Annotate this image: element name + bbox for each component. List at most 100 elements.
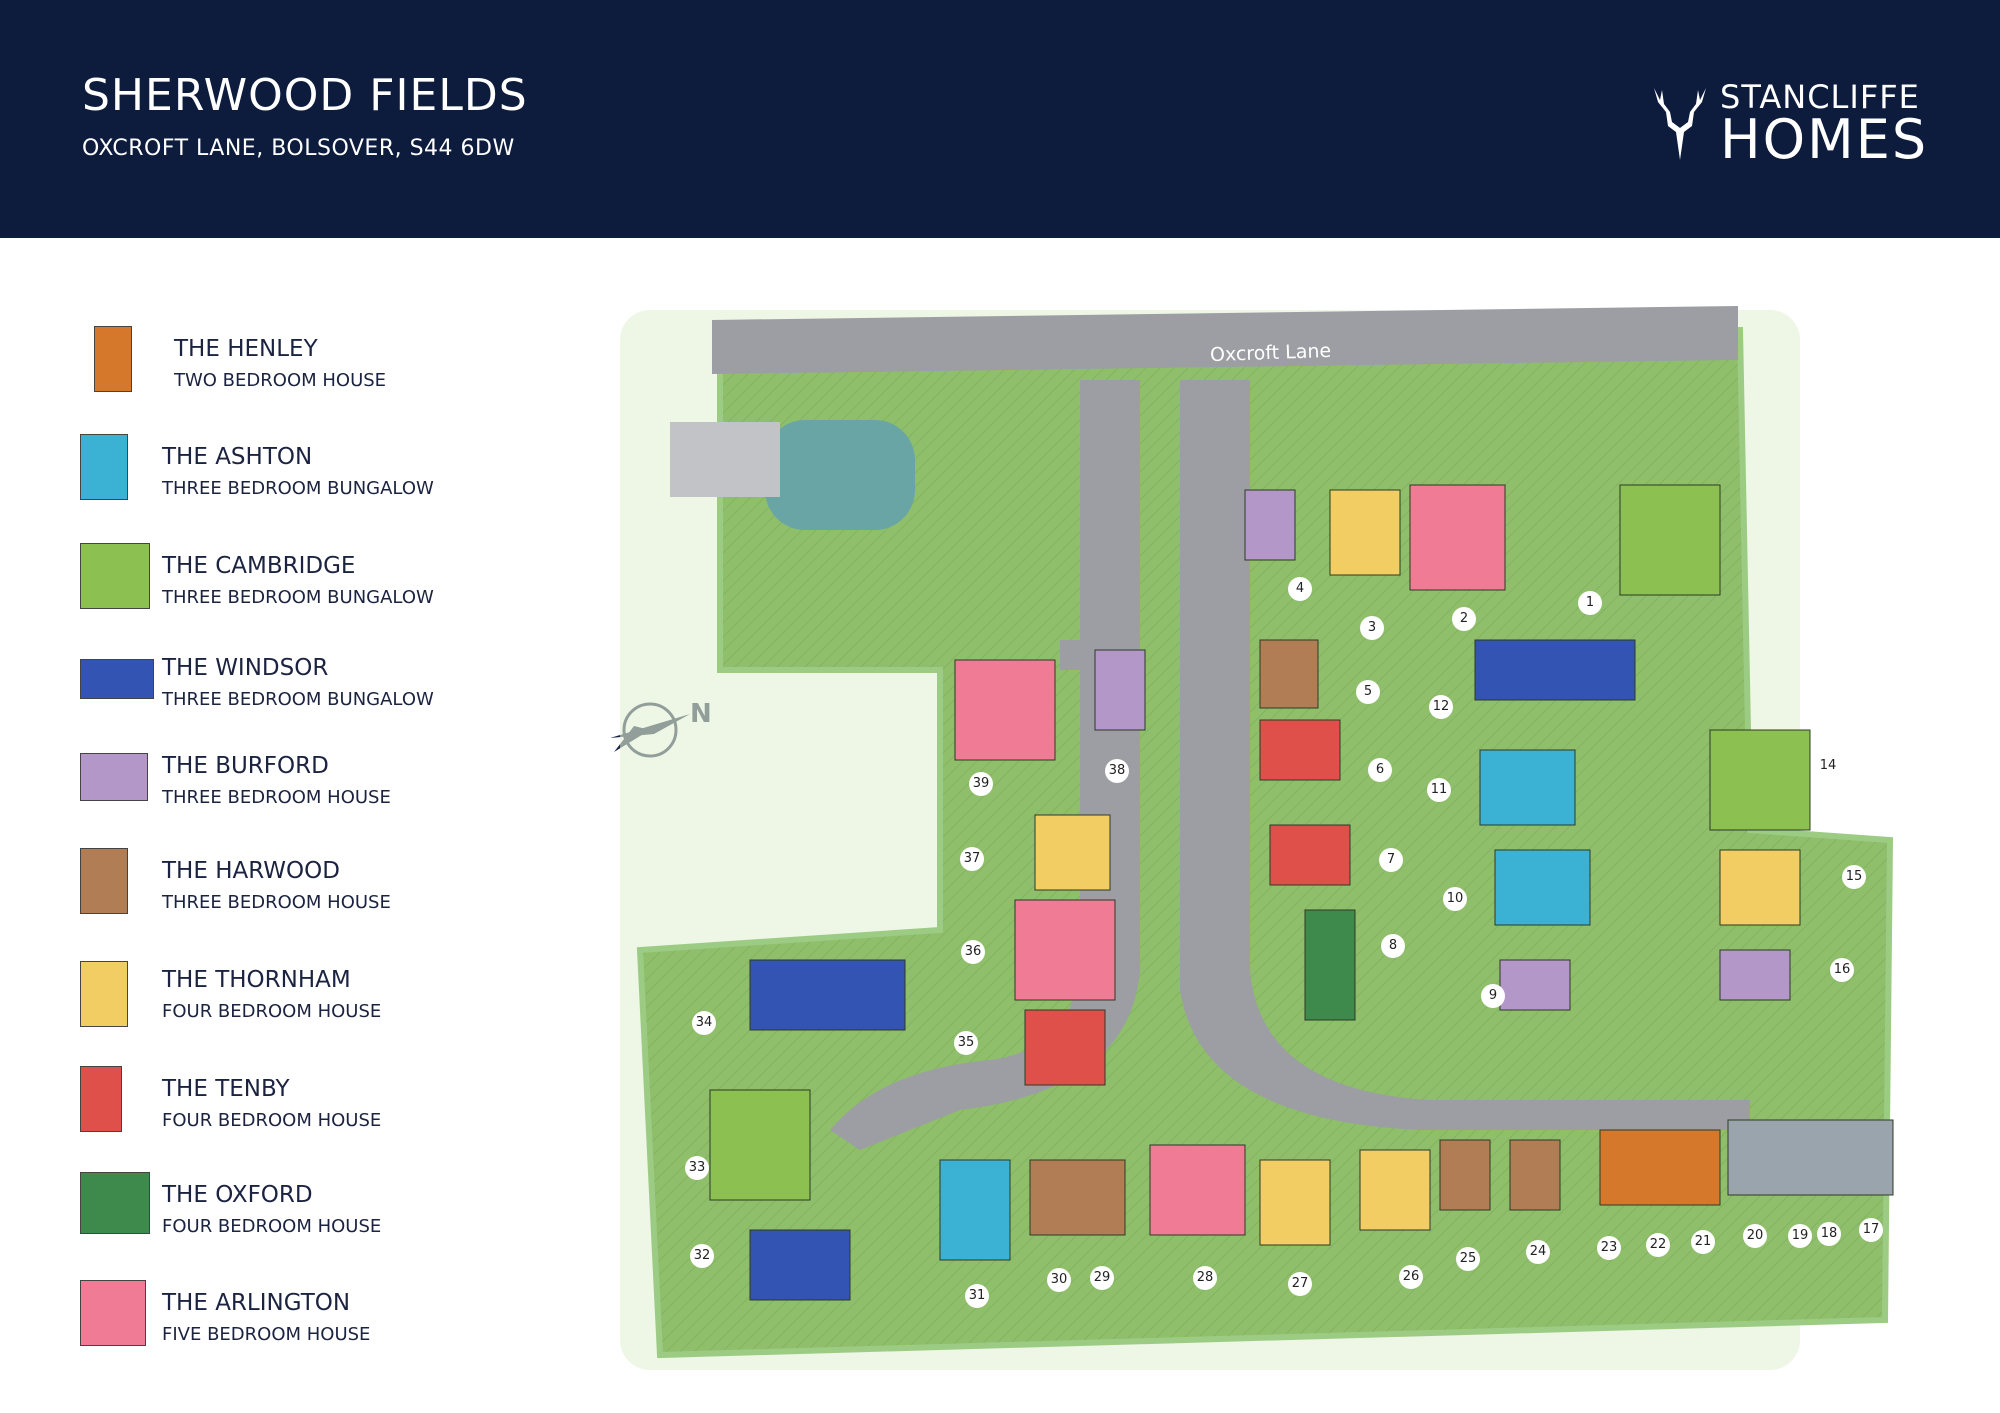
estate-road-west <box>830 380 1140 1150</box>
legend-house-desc: FIVE BEDROOM HOUSE <box>162 1324 371 1345</box>
plot-number: 32 <box>690 1244 714 1268</box>
plot-number: 23 <box>1597 1236 1621 1260</box>
legend-house-desc: THREE BEDROOM BUNGALOW <box>162 689 434 710</box>
legend-swatch <box>94 326 132 392</box>
legend-swatch <box>80 659 154 699</box>
house-plot-4 <box>1244 489 1296 561</box>
house-plot-37 <box>1034 814 1111 891</box>
legend-house-name: THE HENLEY <box>174 336 318 362</box>
legend-house-name: THE CAMBRIDGE <box>162 553 356 579</box>
legend-swatch <box>80 753 148 801</box>
plot-number: 29 <box>1090 1266 1114 1290</box>
plot-number: 16 <box>1830 958 1854 982</box>
road-stub <box>1060 640 1090 670</box>
plot-number: 19 <box>1788 1224 1812 1248</box>
plot-number: 15 <box>1842 865 1866 889</box>
site-plan-map: Oxcroft Lane 1 2 3 4 5 6 7 8 9 10 11 12 … <box>600 270 1900 1390</box>
house-plot-25 <box>1439 1139 1491 1211</box>
plot-number: 18 <box>1817 1222 1841 1246</box>
legend-item: THE OXFORD FOUR BEDROOM HOUSE <box>80 1172 560 1252</box>
house-plot-11 <box>1479 749 1576 826</box>
house-plot-12 <box>1474 639 1636 701</box>
house-plot-33 <box>709 1089 811 1201</box>
plot-number: 39 <box>969 772 993 796</box>
legend-item: THE HARWOOD THREE BEDROOM HOUSE <box>80 848 560 928</box>
house-plot-28 <box>1149 1144 1246 1236</box>
plot-number: 37 <box>960 847 984 871</box>
plot-number: 30 <box>1047 1268 1071 1292</box>
legend-item: THE BURFORD THREE BEDROOM HOUSE <box>80 743 560 823</box>
house-plots-17-20 <box>1727 1119 1894 1196</box>
legend-swatch <box>80 1280 146 1346</box>
plot-number: 21 <box>1691 1230 1715 1254</box>
estate-road-main <box>1152 380 1750 1130</box>
plot-number: 9 <box>1481 984 1505 1008</box>
house-plot-5 <box>1259 639 1319 709</box>
house-plots-29-30 <box>1029 1159 1126 1236</box>
house-plot-2 <box>1409 484 1506 591</box>
oxcroft-lane-road <box>712 306 1738 374</box>
pond <box>765 420 915 530</box>
legend-house-name: THE THORNHAM <box>162 967 351 993</box>
plot-number: 27 <box>1288 1272 1312 1296</box>
house-plot-26 <box>1359 1149 1431 1231</box>
legend-item: THE ASHTON THREE BEDROOM BUNGALOW <box>80 434 560 514</box>
plot-number: 36 <box>961 940 985 964</box>
house-plot-38 <box>1094 649 1146 731</box>
house-plot-36 <box>1014 899 1116 1001</box>
header-banner: SHERWOOD FIELDS OXCROFT LANE, BOLSOVER, … <box>0 0 2000 238</box>
legend-item: THE HENLEY TWO BEDROOM HOUSE <box>80 326 560 406</box>
legend-house-desc: THREE BEDROOM BUNGALOW <box>162 587 434 608</box>
legend-house-name: THE OXFORD <box>162 1182 313 1208</box>
plot-number: 6 <box>1368 758 1392 782</box>
house-plot-34 <box>749 959 906 1031</box>
plot-number: 11 <box>1427 778 1451 802</box>
house-plot-39 <box>954 659 1056 761</box>
houses-layer <box>709 484 1894 1301</box>
plot-number: 17 <box>1859 1218 1883 1242</box>
plot-number: 35 <box>954 1031 978 1055</box>
plot-number: 20 <box>1743 1224 1767 1248</box>
plot-number: 8 <box>1381 934 1405 958</box>
brand-logo: STANCLIFFE HOMES <box>1650 78 1930 171</box>
legend-swatch <box>80 434 128 500</box>
plot-number: 3 <box>1360 616 1384 640</box>
brand-name-bottom: HOMES <box>1720 108 1929 171</box>
plot-number: 4 <box>1288 577 1312 601</box>
plot-number: 28 <box>1193 1266 1217 1290</box>
development-address: OXCROFT LANE, BOLSOVER, S44 6DW <box>82 136 515 161</box>
development-title: SHERWOOD FIELDS <box>82 70 528 121</box>
house-plot-27 <box>1259 1159 1331 1246</box>
plot-number: 10 <box>1443 887 1467 911</box>
legend-swatch <box>80 1172 150 1234</box>
legend-swatch <box>80 543 150 609</box>
plot-number: 33 <box>685 1156 709 1180</box>
house-plot-24 <box>1509 1139 1561 1211</box>
legend-house-name: THE HARWOOD <box>162 858 340 884</box>
plot-number: 34 <box>692 1011 716 1035</box>
legend-house-desc: THREE BEDROOM HOUSE <box>162 787 391 808</box>
legend-item: THE THORNHAM FOUR BEDROOM HOUSE <box>80 957 560 1037</box>
legend-item: THE WINDSOR THREE BEDROOM BUNGALOW <box>80 645 560 725</box>
house-plot-14 <box>1709 729 1811 831</box>
legend-house-desc: FOUR BEDROOM HOUSE <box>162 1216 382 1237</box>
legend-house-desc: THREE BEDROOM HOUSE <box>162 892 391 913</box>
legend-house-desc: FOUR BEDROOM HOUSE <box>162 1110 382 1131</box>
site-plan-drawing <box>620 306 1894 1370</box>
house-plot-32 <box>749 1229 851 1301</box>
legend-swatch <box>80 1066 122 1132</box>
plot-number: 25 <box>1456 1247 1480 1271</box>
legend-swatch <box>80 848 128 914</box>
brand-name-top: STANCLIFFE <box>1720 78 1920 116</box>
house-plot-35 <box>1024 1009 1106 1086</box>
house-plot-1 <box>1619 484 1721 596</box>
plot-number: 38 <box>1105 759 1129 783</box>
plot-number: 24 <box>1526 1240 1550 1264</box>
house-plot-31 <box>939 1159 1011 1261</box>
legend-item: THE TENBY FOUR BEDROOM HOUSE <box>80 1066 560 1146</box>
oxcroft-lane-label: Oxcroft Lane <box>1209 339 1332 367</box>
plot-number: 14 <box>1816 754 1840 778</box>
house-plot-8 <box>1304 909 1356 1021</box>
house-plot-7 <box>1269 824 1351 886</box>
house-plot-6 <box>1259 719 1341 781</box>
